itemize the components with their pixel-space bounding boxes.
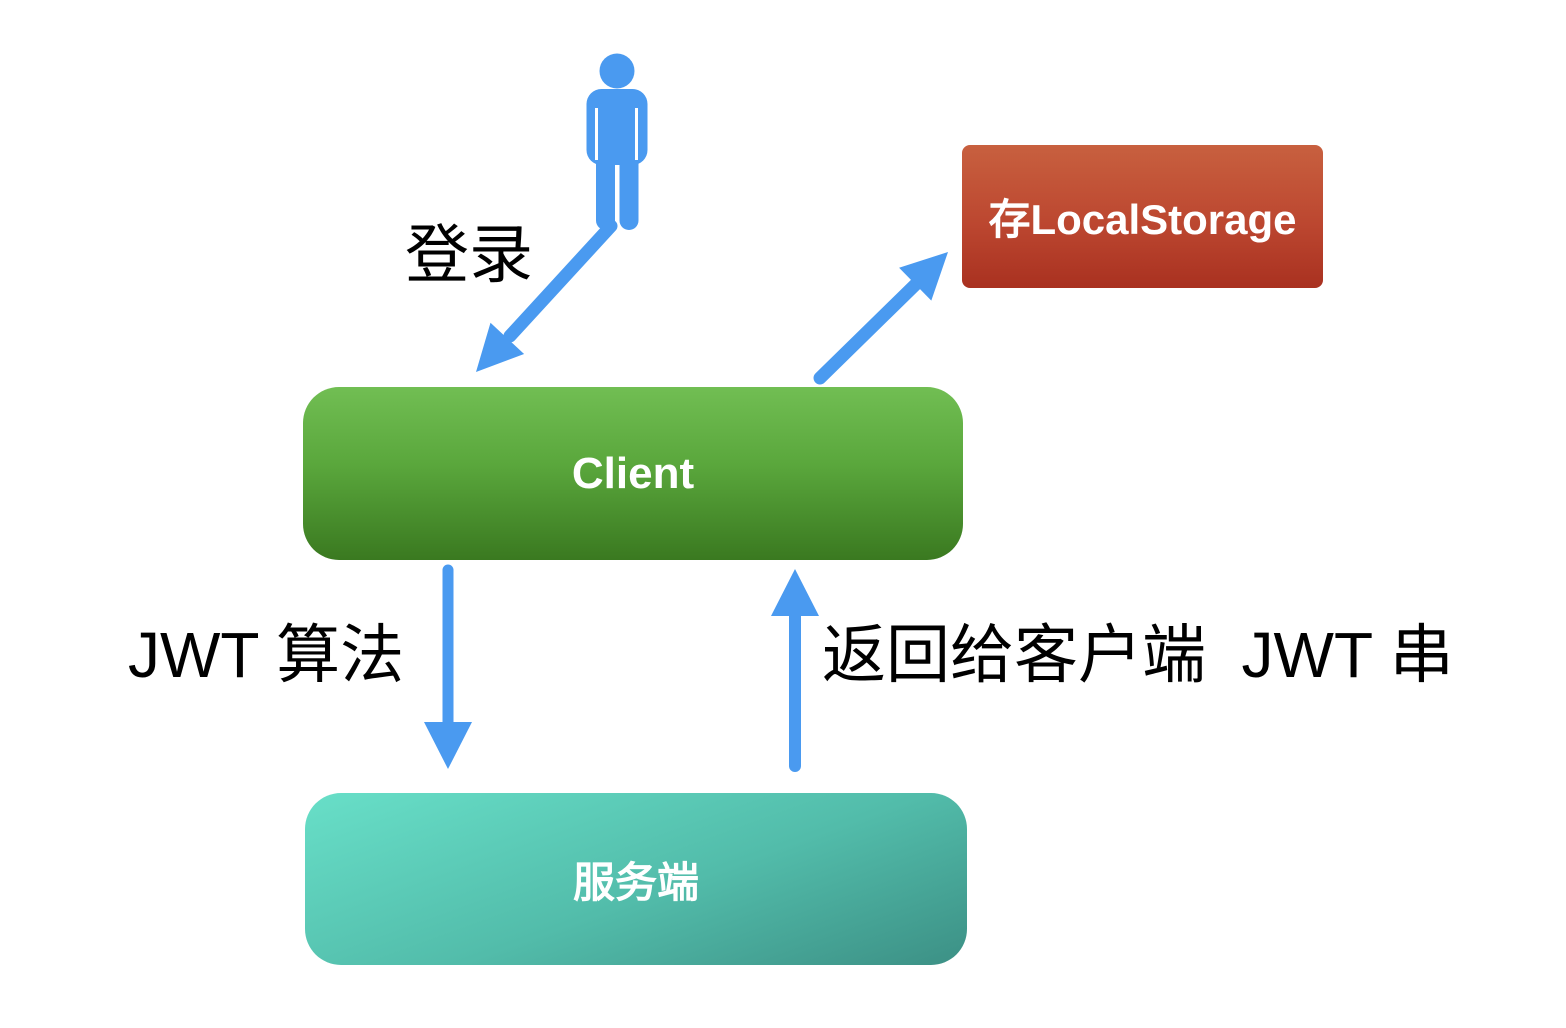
node-local-storage: 存LocalStorage [962,145,1323,288]
node-client-label: Client [571,448,695,498]
node-local-storage-label: 存LocalStorage [988,196,1297,243]
edge-label-return-jwt: 返回给客户端 JWT 串 [822,619,1454,691]
edge-label-jwt-algorithm: JWT 算法 [128,619,405,691]
node-server: 服务端 [305,793,967,965]
node-client: Client [303,387,963,560]
person-icon [586,53,648,231]
arrow-client-to-server [424,564,472,769]
arrow-server-to-client [771,569,819,772]
edge-label-login: 登录 [405,219,533,291]
node-server-label: 服务端 [572,858,699,906]
arrow-store-localstorage [813,252,948,385]
arrow-login [476,219,618,372]
